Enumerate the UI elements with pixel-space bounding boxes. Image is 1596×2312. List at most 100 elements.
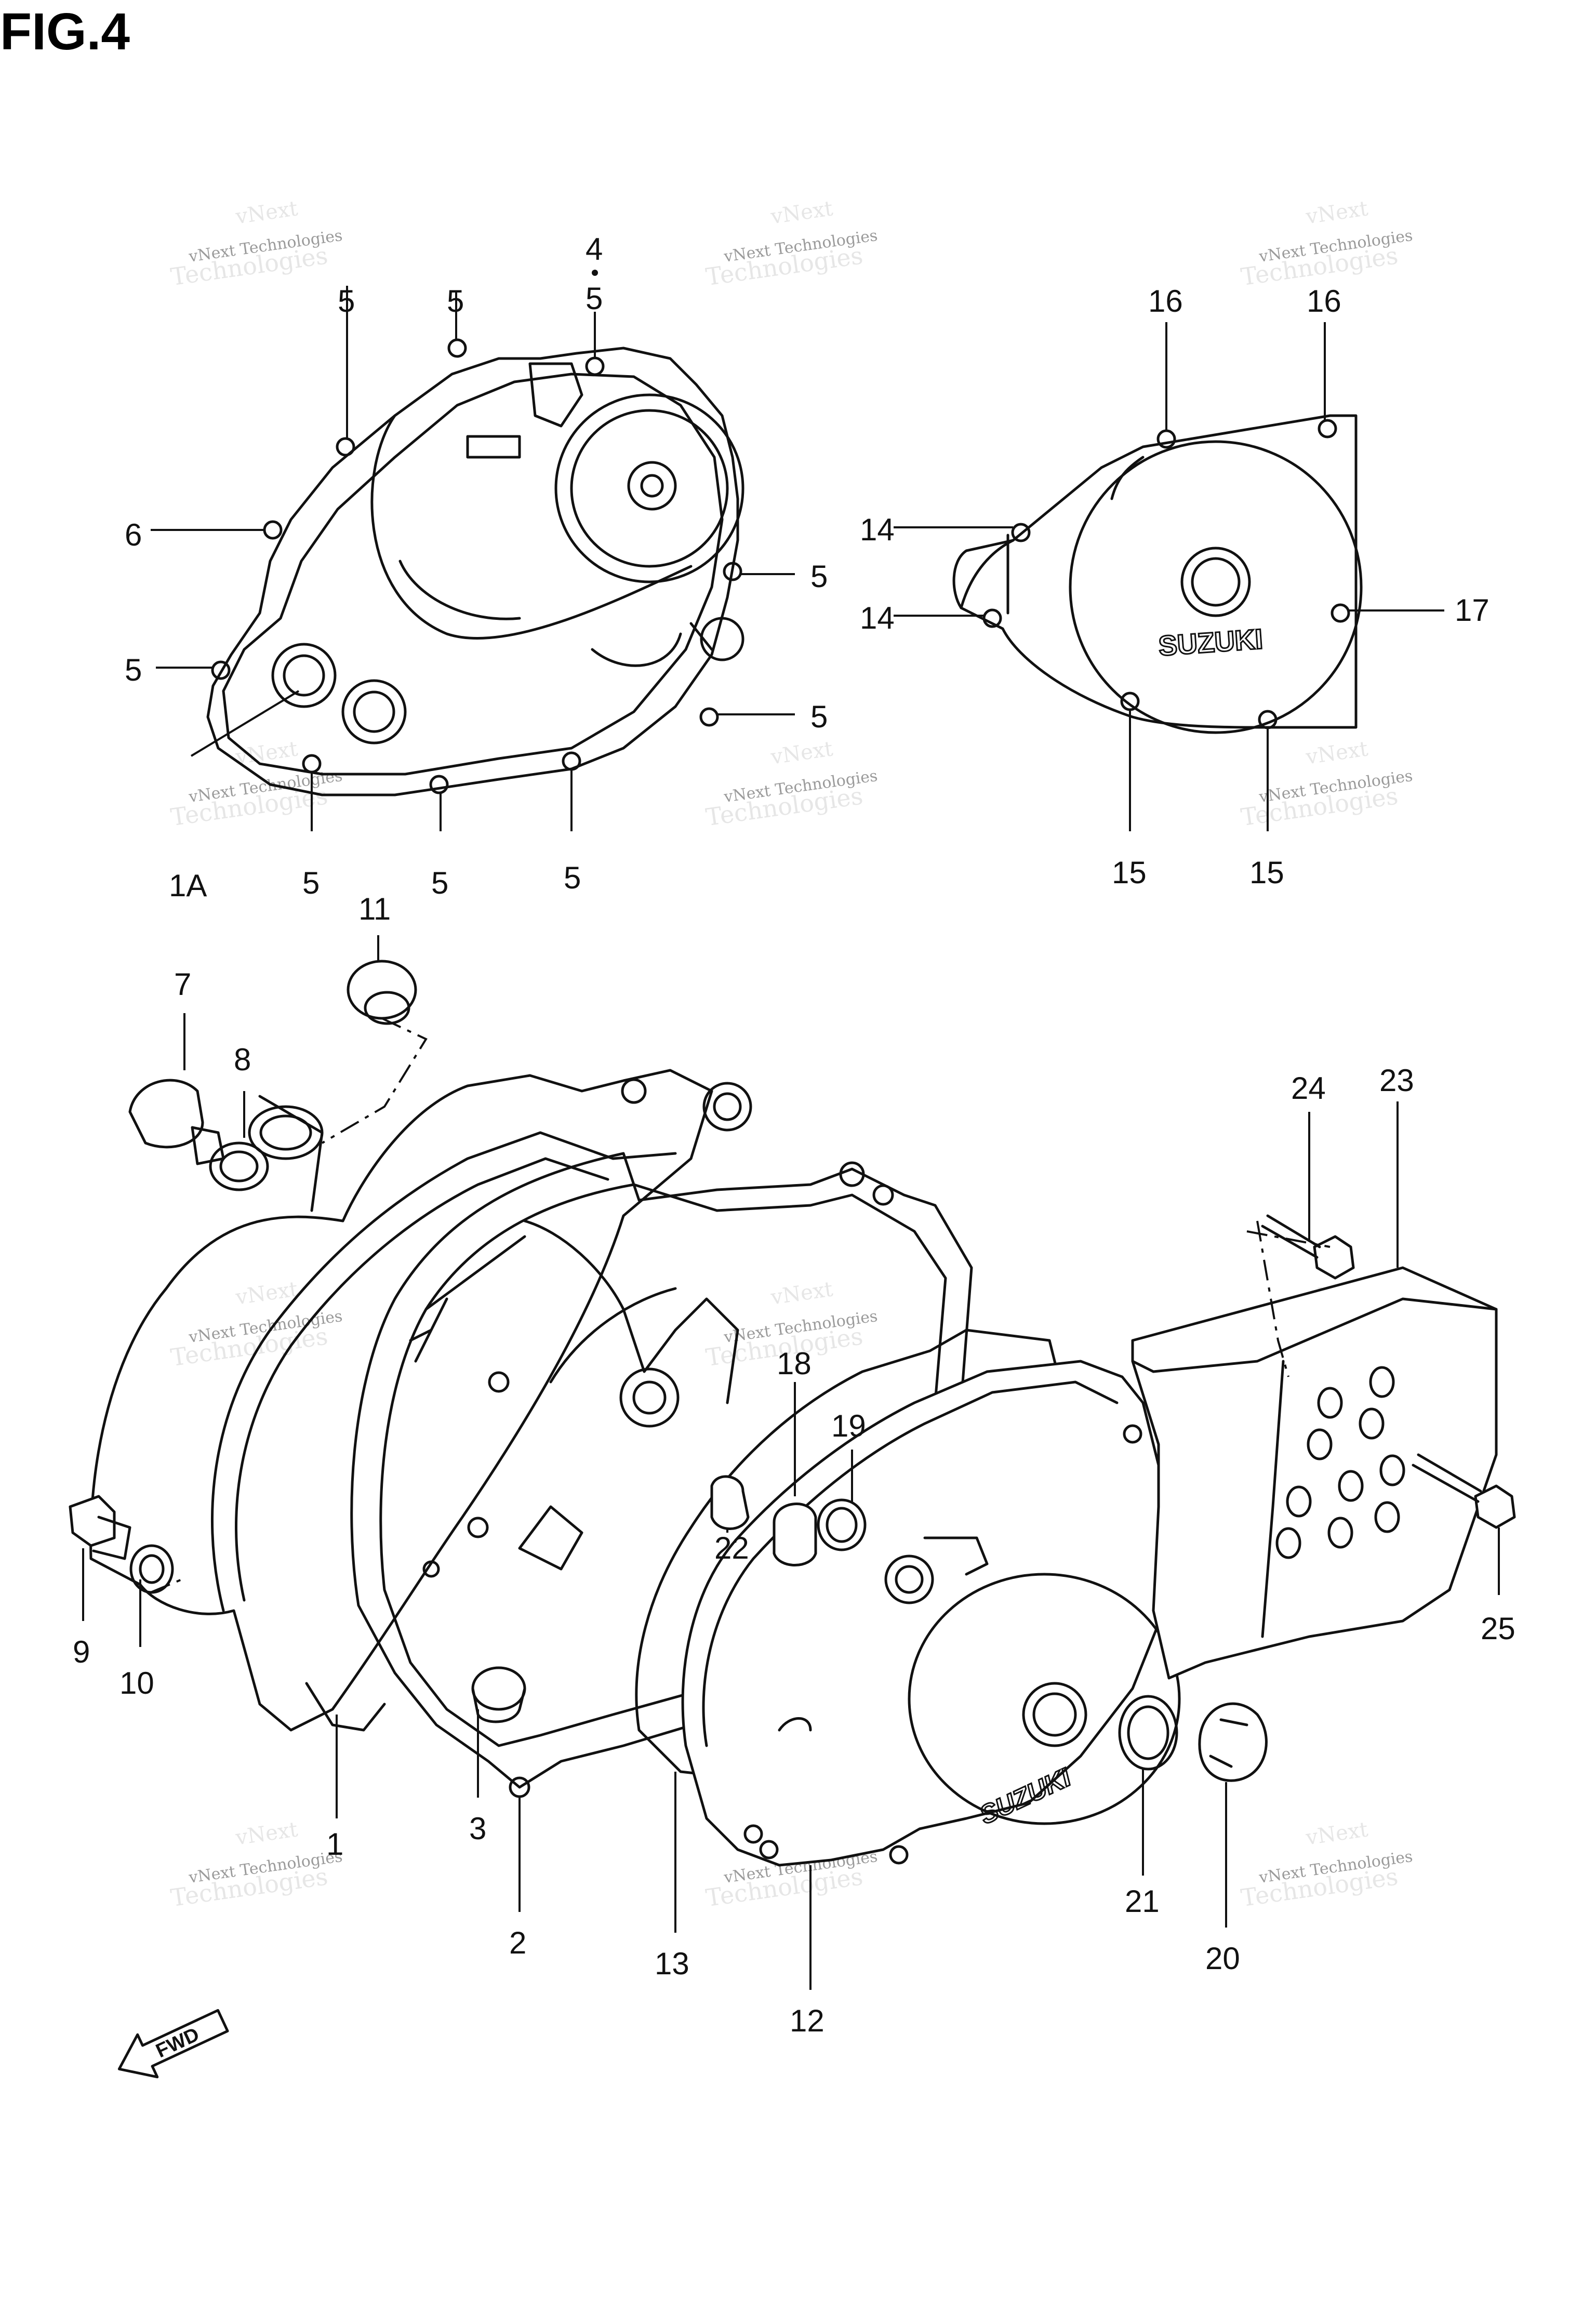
bolt-9-stem <box>92 1516 131 1560</box>
sprocket-cover-23 <box>1131 1266 1498 1680</box>
callout-9: 9 <box>73 1635 90 1669</box>
o-ring-21-inner <box>1127 1705 1169 1760</box>
callout-17: 17 <box>1455 593 1489 628</box>
cover-bolt-boss <box>621 1078 647 1104</box>
callout-24: 24 <box>1291 1071 1326 1106</box>
callouts: 1A 5 5 6 5 5 5 5 5 5 4 5 16 16 14 14 17 … <box>73 232 1515 2038</box>
clutch-cover-rib <box>409 1235 526 1363</box>
cap-20 <box>1198 1702 1268 1782</box>
bolt-hole <box>743 1824 763 1844</box>
cover-bolt-boss-inner <box>713 1092 742 1121</box>
bolt-hole <box>562 751 581 771</box>
watermark-5: vNext Technologies vNext Technologies <box>704 737 879 831</box>
svg-text:vNext: vNext <box>1304 196 1369 229</box>
oil-filler-bore <box>248 1105 324 1160</box>
callout-11: 11 <box>358 892 391 926</box>
cover-hub <box>627 461 677 511</box>
vent-hole <box>1275 1527 1301 1559</box>
dowel-18-body <box>773 1503 817 1566</box>
bolt-hole <box>889 1845 909 1865</box>
svg-text:vNext: vNext <box>234 1817 299 1850</box>
bolt-hole <box>585 356 605 376</box>
callout-25: 25 <box>1481 1611 1515 1646</box>
cover-foot <box>305 1682 386 1732</box>
callout-5: 5 <box>810 699 828 734</box>
o-ring-21-outer <box>1118 1695 1178 1771</box>
internal-bracket <box>518 1505 583 1571</box>
mag-cover-cap <box>1180 547 1251 617</box>
mag-cover-nose <box>952 539 1015 609</box>
cover-boss <box>466 435 521 459</box>
bolt-hole <box>982 608 1002 628</box>
bolt-24 <box>1261 1214 1355 1280</box>
magneto-cover-dome <box>908 1573 1181 1825</box>
oil-seal-1a-inner <box>283 654 325 697</box>
callout-8: 8 <box>234 1042 251 1077</box>
vent-hole <box>1374 1501 1400 1533</box>
vent-hole <box>1369 1366 1395 1398</box>
fwd-arrow: FWD <box>117 2009 229 2079</box>
clutch-cover-upper <box>206 338 744 796</box>
callout-15: 15 <box>1112 855 1147 890</box>
bolt-hole <box>302 754 322 774</box>
bolt-hole <box>336 437 355 457</box>
magneto-cover-cap-inner <box>1032 1692 1077 1737</box>
dowel-22-body <box>710 1475 750 1530</box>
cover-lug-right <box>700 617 744 661</box>
sprocket-cover-crease <box>1261 1360 1285 1638</box>
alignment-line <box>321 1017 428 1144</box>
bolt-hole <box>723 562 742 581</box>
callout-separator-dot <box>592 270 598 276</box>
bolt-hole <box>429 775 449 794</box>
alignment-line <box>1246 1230 1331 1248</box>
clutch-cover-gasket-edge-2 <box>234 1157 609 1602</box>
callout-22: 22 <box>714 1531 749 1565</box>
callout-23: 23 <box>1379 1063 1414 1098</box>
gasket-hole <box>839 1161 865 1187</box>
magneto-cover-12: SUZUKI <box>681 1360 1181 1867</box>
oil-seal-1a <box>271 643 337 708</box>
internal-rib <box>523 1219 739 1404</box>
watermark-12: vNext Technologies vNext Technologies <box>1239 1817 1414 1912</box>
bolt-25 <box>1412 1453 1516 1529</box>
callout-4: 4 <box>586 232 603 267</box>
clutch-cover-exploded <box>89 1069 752 1732</box>
oil-window <box>528 362 583 428</box>
o-ring-8-outer <box>209 1141 269 1191</box>
callout-14: 14 <box>860 601 895 635</box>
gasket-hole <box>488 1371 510 1393</box>
o-ring-8-inner <box>219 1150 259 1182</box>
callout-5: 5 <box>338 284 355 318</box>
seal-11-outer <box>347 960 417 1020</box>
bolt-24-head <box>1313 1235 1355 1280</box>
svg-text:vNext: vNext <box>234 196 299 229</box>
alignment-line <box>150 1578 182 1593</box>
watermark-4: vNext Technologies vNext Technologies <box>169 737 343 831</box>
cover-bolt-boss <box>702 1082 752 1132</box>
vent-hole <box>1359 1407 1385 1440</box>
mag-cover-logo: SUZUKI <box>1158 623 1264 662</box>
gasket-hole <box>872 1184 894 1206</box>
dowel-pin-3 <box>471 1666 526 1711</box>
timing-window-ring <box>554 393 744 583</box>
alignment-line <box>1256 1220 1289 1377</box>
callout-5: 5 <box>302 866 320 900</box>
bolt-hole <box>759 1840 779 1859</box>
callout-5: 5 <box>447 284 464 318</box>
gasket-outline <box>350 1152 973 1789</box>
callout-13: 13 <box>655 1946 689 1981</box>
internal-boss <box>619 1367 680 1428</box>
magneto-cover-rim <box>702 1380 1119 1747</box>
mag-cover-cap-inner <box>1191 557 1241 607</box>
bolt-hole <box>447 338 467 358</box>
bolt-hole <box>1011 523 1031 542</box>
vent-hole <box>1317 1387 1343 1419</box>
callout-5: 5 <box>431 866 448 900</box>
bolt-hole <box>699 707 719 727</box>
clutch-internals <box>471 1219 739 1723</box>
plug-boss <box>341 679 407 745</box>
bolt-hole <box>1331 603 1350 623</box>
bolt-hole <box>1156 429 1176 449</box>
watermark-3: vNext Technologies vNext Technologies <box>1239 196 1414 291</box>
figure-title: FIG.4 <box>0 3 130 61</box>
